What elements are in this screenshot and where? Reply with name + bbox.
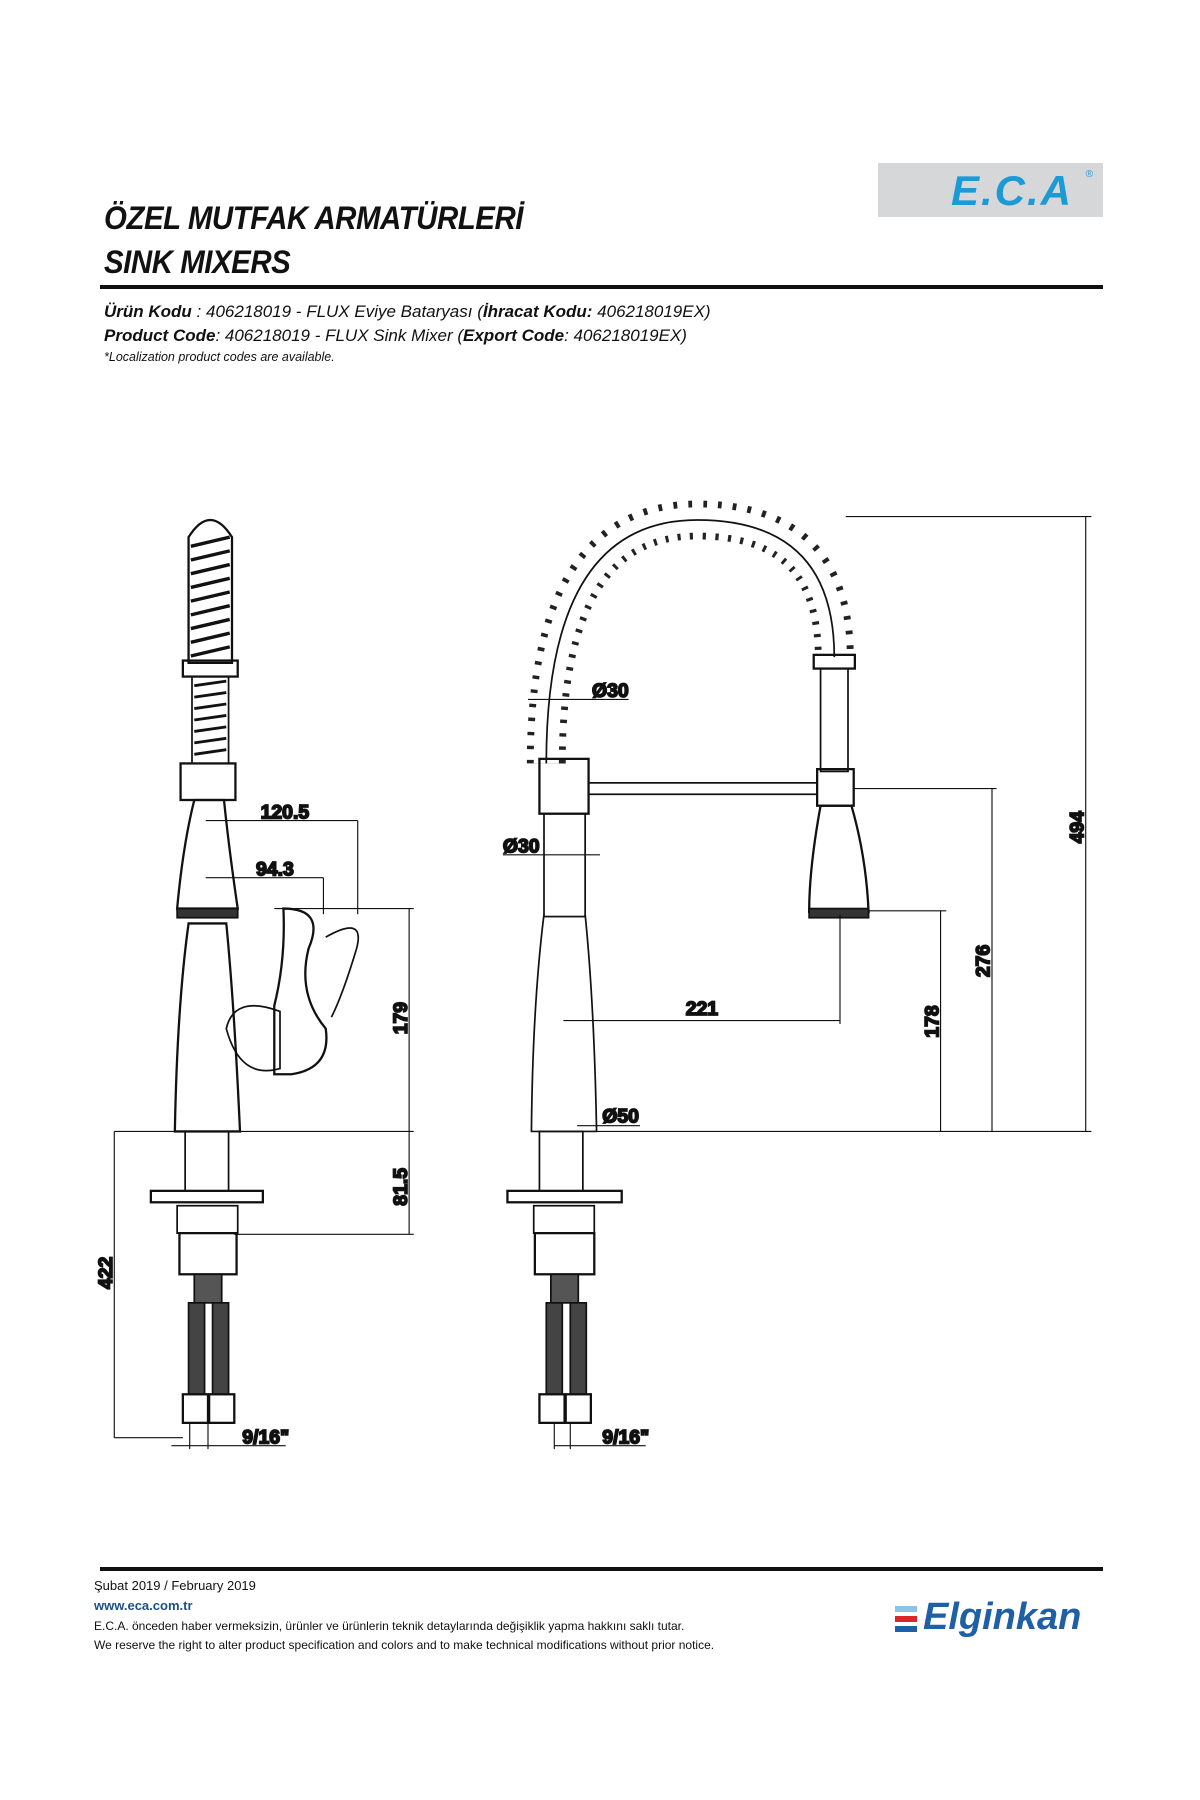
side-view-faucet: [149, 519, 360, 1424]
footer-date: Şubat 2019 / February 2019: [94, 1578, 256, 1593]
dim-connection-front: 9/16": [602, 1426, 649, 1448]
dim-base-diameter: Ø50: [602, 1105, 639, 1127]
eca-logo: E.C.A ®: [878, 163, 1103, 217]
dim-total-height: 494: [1066, 811, 1088, 844]
product-code-tr-value: : 406218019 - FLUX Eviye Bataryası (: [191, 302, 483, 321]
front-view-dimensions: [502, 516, 1092, 1450]
page-title-en: SINK MIXERS: [104, 244, 291, 280]
page-title-tr: ÖZEL MUTFAK ARMATÜRLERİ: [104, 200, 523, 236]
export-code-en-value: : 406218019EX): [564, 326, 687, 345]
dim-shank-height: 81.5: [390, 1168, 412, 1206]
dim-outlet-height: 178: [921, 1005, 943, 1038]
dim-spout-height: 276: [973, 945, 995, 978]
eca-logo-text: E.C.A: [950, 167, 1073, 214]
product-code-en: Product Code: 406218019 - FLUX Sink Mixe…: [104, 326, 687, 346]
front-view-faucet: [506, 500, 870, 1424]
dim-handle-reach: 94.3: [256, 858, 294, 880]
dim-spout-reach-side: 120.5: [261, 801, 310, 823]
dim-total-below: 422: [95, 1257, 117, 1290]
product-code-en-value: : 406218019 - FLUX Sink Mixer (: [215, 326, 464, 345]
footer-disclaimer-en: We reserve the right to alter product sp…: [94, 1638, 715, 1652]
elginkan-logo-text: Elginkan: [923, 1596, 1082, 1638]
dim-body-height: 179: [390, 1002, 412, 1035]
product-code-tr: Ürün Kodu : 406218019 - FLUX Eviye Batar…: [104, 302, 711, 322]
header-divider: [100, 285, 1103, 289]
dim-spout-reach-front: 221: [686, 998, 719, 1020]
elginkan-logo-mark: [895, 1606, 917, 1636]
export-code-en-label: Export Code: [463, 326, 565, 345]
registered-mark: ®: [1085, 169, 1093, 180]
elginkan-logo: Elginkan: [895, 1596, 1105, 1643]
footer-disclaimer-tr: E.C.A. önceden haber vermeksizin, ürünle…: [94, 1619, 685, 1633]
export-code-tr-label: İhracat Kodu:: [482, 302, 593, 321]
dim-hose-diameter: Ø30: [592, 680, 629, 702]
footer-divider: [100, 1567, 1103, 1571]
dim-tube-diameter: Ø30: [503, 836, 540, 858]
localization-note: *Localization product codes are availabl…: [104, 350, 335, 364]
side-view-dimensions: [113, 820, 414, 1450]
product-code-en-label: Product Code: [104, 326, 216, 345]
dim-connection-side: 9/16": [242, 1426, 289, 1448]
product-code-tr-label: Ürün Kodu: [104, 302, 192, 321]
footer-url[interactable]: www.eca.com.tr: [94, 1598, 193, 1613]
export-code-tr-value: 406218019EX): [592, 302, 711, 321]
